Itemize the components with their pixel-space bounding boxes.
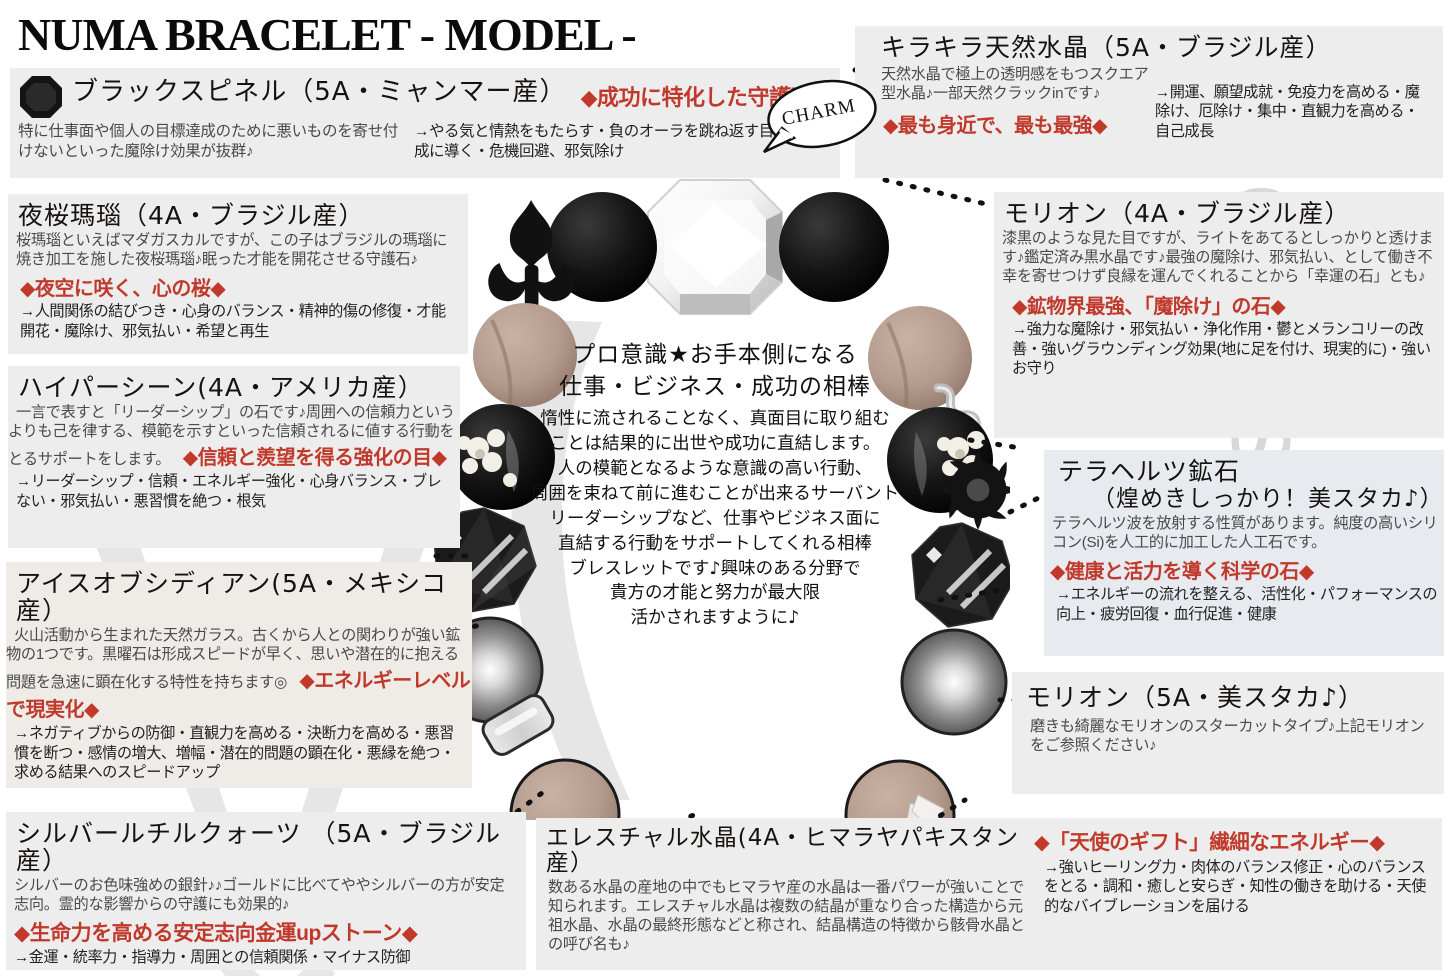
stone-effects-morion-4a: →強力な魔除け・邪気払い・浄化作用・鬱とメランコリーの改善・強いグラウンディング… [1012,321,1431,378]
stone-title-terahertz-1: テラヘルツ鉱石 [1058,457,1241,486]
stone-title-elestial: エレスチャル水晶(4A・ヒマラヤパキスタン産） [546,825,1019,876]
stone-title-silver-rutile: シルバールチルクォーツ （5A・ブラジル産） [16,819,501,875]
stone-title-morion-4a: モリオン（4A・ブラジル産） [1004,199,1351,228]
stone-desc-hypersthene: 一言で表すと「リーダーシップ」の石です♪周囲への信頼力というよりも己を律する、模… [8,404,455,469]
stone-desc-terahertz: テラヘルツ波を放射する性質があります。純度の高いシリコン(Si)を人工的に加工し… [1052,514,1438,551]
panel-yozakura-agate: 夜桜瑪瑙（4A・ブラジル産） 桜瑪瑙といえばマダガスカルですが、この子はブラジル… [8,194,468,354]
stone-effects-kirakira: →開運、願望成就・免疫力を高める・魔除け、厄除け・集中・直観力を高める・自己成長 [1155,84,1420,140]
panel-morion-5a: モリオン（5A・美スタカ♪） 磨きも綺麗なモリオンのスターカットタイプ♪上記モリ… [1012,672,1444,794]
stone-title-morion-5a: モリオン（5A・美スタカ♪） [1026,683,1364,712]
panel-hypersthene: ハイパーシーン(4A・アメリカ産） 一言で表すと「リーダーシップ」の石です♪周囲… [8,366,460,548]
stone-tagline-hypersthene: ◆信頼と羨望を得る強化の目◆ [182,447,447,470]
bracelet-illustration [433,179,1010,820]
stone-effects-silver-rutile: →金運・統率力・指導力・周囲との信頼関係・マイナス防御 [14,949,411,967]
stone-effects-terahertz: →エネルギーの流れを整える、活性化・パフォーマンスの向上・疲労回復・血行促進・健… [1056,586,1438,623]
stone-effects-yozakura: →人間関係の結びつき・心身のバランス・精神的傷の修復・才能開花・魔除け、邪気払い… [20,303,446,340]
panel-kirakira-quartz: キラキラ天然水晶（5A・ブラジル産） 天然水晶で極上の透明感をもつスクエア型水晶… [855,26,1443,178]
stone-effects-hypersthene: →リーダーシップ・信頼・エネルギー強化・心身バランス・ブレない・邪気払い・悪習慣… [16,473,442,510]
stone-effects-ice-obsidian: →ネガティブからの防御・直観力を高める・決断力を高める・悪習慣を断つ・感情の増大… [14,725,455,782]
stone-title-kirakira: キラキラ天然水晶（5A・ブラジル産） [881,33,1332,62]
stone-tagline-morion-4a: ◆鉱物界最強、「魔除け」の石◆ [1012,296,1286,319]
octagon-gem-icon [20,76,62,118]
stone-desc-elestial: 数ある水晶の産地の中でもヒマラヤ産の水晶は一番パワーが強いことで知られます。エレ… [548,878,1025,954]
stone-tagline-silver-rutile: ◆生命力を高める安定志向金運upストーン◆ [14,922,418,946]
stone-tagline-kirakira: ◆最も身近で、最も最強◆ [883,115,1107,138]
stone-title-ice-obsidian: アイスオブシディアン(5A・メキシコ産） [16,569,448,625]
stone-effects-black-spinel: →やる気と情熱をもたらす・負のオーラを跳ね返す目標達成に導く・危機回避、邪気除け [414,123,804,160]
panel-terahertz: テラヘルツ鉱石 （煌めきしっかり！美スタカ♪） テラヘルツ波を放射する性質があり… [1044,450,1444,656]
stone-desc-black-spinel: 特に仕事面や個人の目標達成のために悪いものを寄せ付けないといった魔除け効果が抜群… [18,123,399,160]
stone-desc-kirakira: 天然水晶で極上の透明感をもつスクエア型水晶♪一部天然クラックinです♪ [881,66,1149,103]
charm-badge: CHARM [760,78,878,160]
stone-tagline-ice-obsidian: ◆エネルギーレベルで現実化◆ [6,670,471,722]
stone-title-terahertz-2: （煌めきしっかり！美スタカ♪） [1092,486,1444,512]
stone-title-black-spinel: ブラックスピネル（5A・ミャンマー産） [72,77,567,107]
charm-balloon-icon [763,79,877,154]
page-title: NUMA BRACELET - MODEL - [18,9,637,60]
panel-black-spinel: ブラックスピネル（5A・ミャンマー産） ◆成功に特化した守護石◆ 特に仕事面や個… [10,68,840,178]
stone-title-yozakura: 夜桜瑪瑙（4A・ブラジル産） [18,201,365,230]
stone-desc-yozakura: 桜瑪瑙といえばマダガスカルですが、この子はブラジルの瑪瑙に焼き加工を施した夜桜瑪… [16,232,448,269]
stone-desc-silver-rutile: シルバーのお色味強めの銀針♪♪ゴールドに比べてややシルバーの方が安定志向。霊的な… [14,877,505,914]
stone-title-hypersthene: ハイパーシーン(4A・アメリカ産） [18,373,424,402]
panel-morion-4a: モリオン（4A・ブラジル産） 漆黒のような見た目ですが、ライトをあてるとしっかり… [994,192,1444,438]
stone-effects-elestial: →強いヒーリング力・肉体のバランス修正・心のバランスをとる・調和・癒しと安らぎ・… [1044,859,1426,915]
stone-desc-morion-4a: 漆黒のような見た目ですが、ライトをあてるとしっかりと透けます♪鑑定済み黒水晶です… [1002,230,1434,286]
stone-tagline-yozakura: ◆夜空に咲く、心の桜◆ [20,278,226,301]
stone-tagline-terahertz: ◆健康と活力を導く科学の石◆ [1050,561,1314,584]
stone-tagline-elestial: ◆「天使のギフト」繊細なエネルギー◆ [1034,831,1385,854]
panel-ice-obsidian: アイスオブシディアン(5A・メキシコ産） 火山活動から生まれた天然ガラス。古くか… [6,562,472,788]
stone-desc-ice-obsidian: 火山活動から生まれた天然ガラス。古くから人との関わりが強い鉱物の1つです。黒曜石… [6,627,461,692]
panel-elestial-effects: ◆「天使のギフト」繊細なエネルギー◆ →強いヒーリング力・肉体のバランス修正・心… [1030,818,1442,970]
panel-silver-rutile: シルバールチルクォーツ （5A・ブラジル産） シルバーのお色味強めの銀針♪♪ゴー… [6,812,526,970]
panel-elestial-quartz: エレスチャル水晶(4A・ヒマラヤパキスタン産） 数ある水晶の産地の中でもヒマラヤ… [536,818,1046,970]
stone-desc-morion-5a: 磨きも綺麗なモリオンのスターカットタイプ♪上記モリオンをご参照ください♪ [1030,718,1425,755]
